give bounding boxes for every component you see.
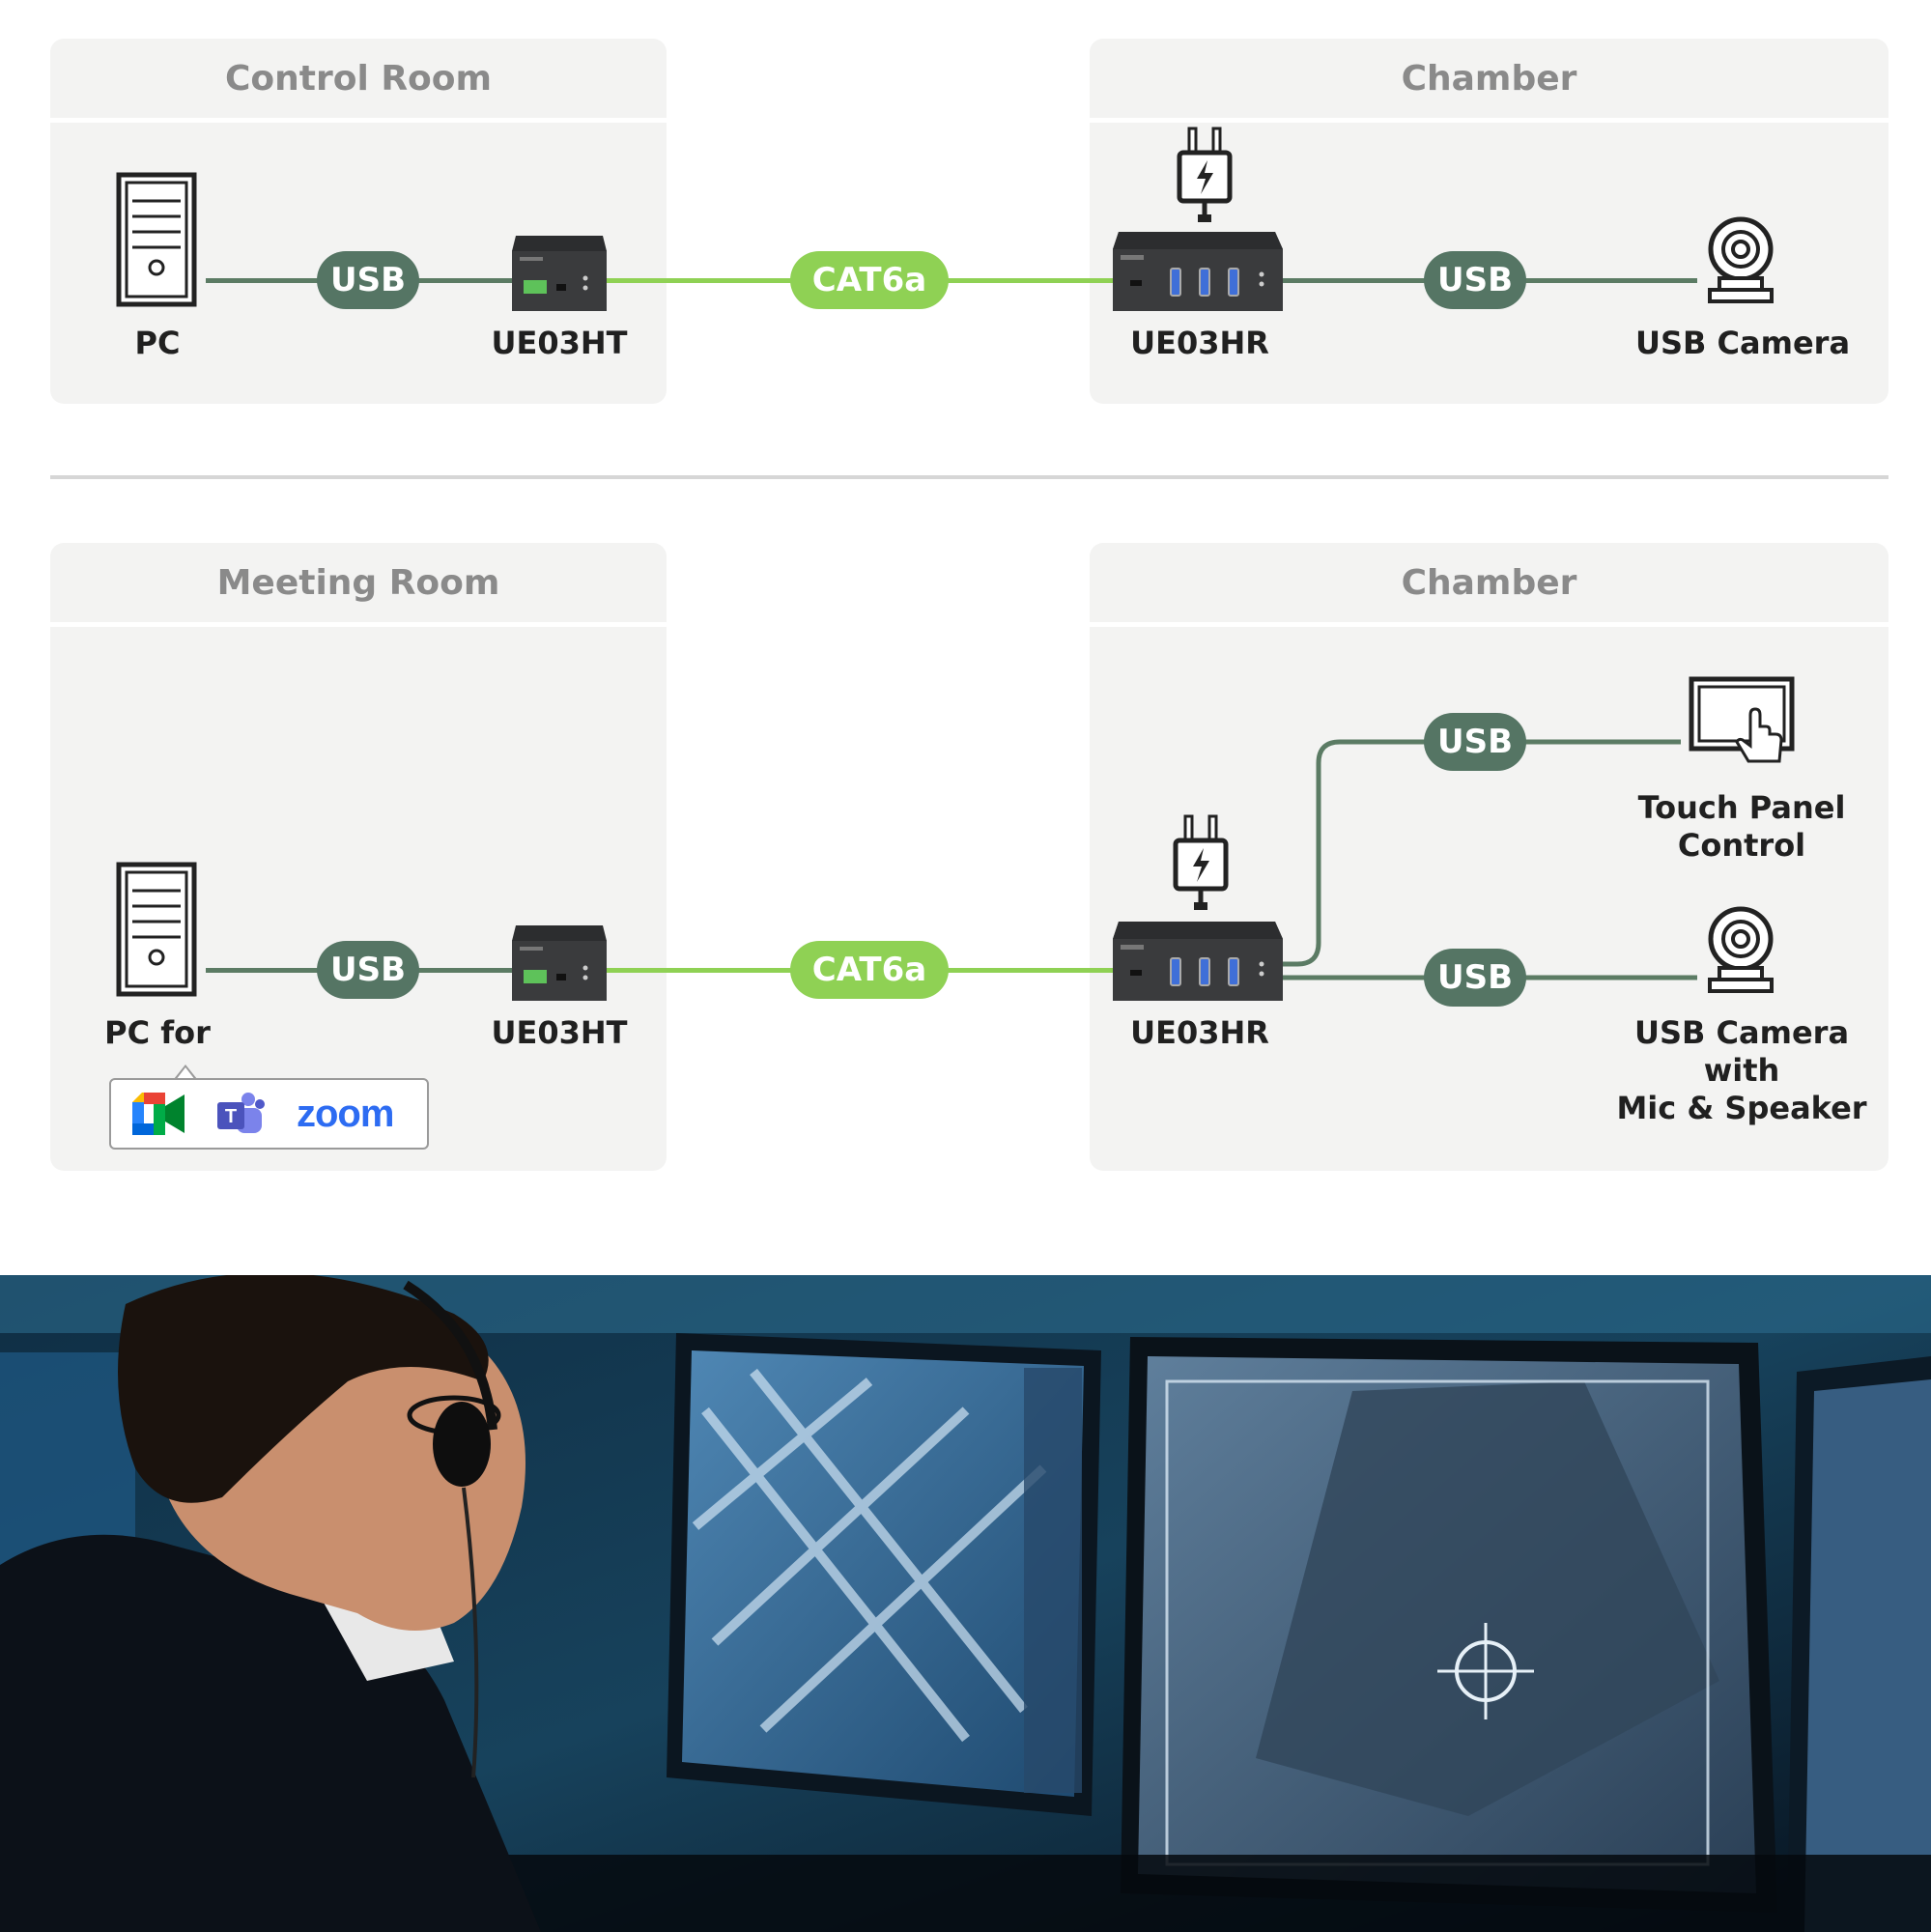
ue03ht-transmitter-device xyxy=(512,925,607,1001)
ue03hr-label: UE03HR xyxy=(1130,325,1269,361)
camera-label-line2: with xyxy=(1703,1052,1780,1089)
touch-panel-icon xyxy=(1689,676,1795,763)
zoom-logo: zoom xyxy=(297,1092,394,1135)
section-divider xyxy=(50,475,1888,479)
conferencing-apps-box: T zoom xyxy=(109,1078,429,1150)
panel-title: Chamber xyxy=(1090,39,1888,123)
usb-camera-label: USB Camera xyxy=(1634,325,1851,361)
usb-badge: USB xyxy=(317,941,419,999)
pc-for-label: PC for xyxy=(104,1014,211,1051)
ue03ht-label: UE03HT xyxy=(491,1014,628,1051)
camera-label-line3: Mic & Speaker xyxy=(1616,1090,1867,1126)
pc-tower-icon xyxy=(116,862,197,997)
usb-camera-icon xyxy=(1708,906,1774,993)
usb-badge: USB xyxy=(317,251,419,309)
ue03hr-receiver-device xyxy=(1113,232,1283,311)
panel-title: Chamber xyxy=(1090,543,1888,627)
pc-tower-icon xyxy=(116,172,197,307)
callout-notch-inner xyxy=(176,1067,195,1080)
ue03ht-label: UE03HT xyxy=(491,325,628,361)
cat6a-badge: CAT6a xyxy=(790,251,949,309)
panel-title: Meeting Room xyxy=(50,543,667,627)
ue03hr-label: UE03HR xyxy=(1130,1014,1269,1051)
svg-text:T: T xyxy=(225,1106,237,1127)
cat6a-badge: CAT6a xyxy=(790,941,949,999)
usb-badge: USB xyxy=(1424,251,1526,309)
usb-camera-icon xyxy=(1708,216,1774,303)
meeting-room-panel: Meeting Room xyxy=(50,543,667,1171)
camera-label-line1: USB Camera xyxy=(1633,1014,1850,1051)
google-meet-icon xyxy=(132,1093,185,1135)
touch-panel-label-line1: Touch Panel xyxy=(1637,789,1846,826)
touch-panel-label-line2: Control xyxy=(1677,827,1806,864)
ue03ht-transmitter-device xyxy=(512,236,607,311)
teams-icon: T xyxy=(217,1093,265,1133)
usb-branch-line xyxy=(1280,739,1697,980)
panel-title: Control Room xyxy=(50,39,667,123)
usb-badge-camera: USB xyxy=(1424,949,1526,1007)
ue03hr-receiver-device xyxy=(1113,922,1283,1001)
operator-at-monitors-illustration xyxy=(0,1275,1931,1932)
power-plug-icon xyxy=(1177,127,1233,222)
power-plug-icon xyxy=(1173,814,1229,910)
control-room-photo xyxy=(0,1275,1931,1932)
usb-badge-touch: USB xyxy=(1424,713,1526,771)
pc-label: PC xyxy=(134,325,181,361)
